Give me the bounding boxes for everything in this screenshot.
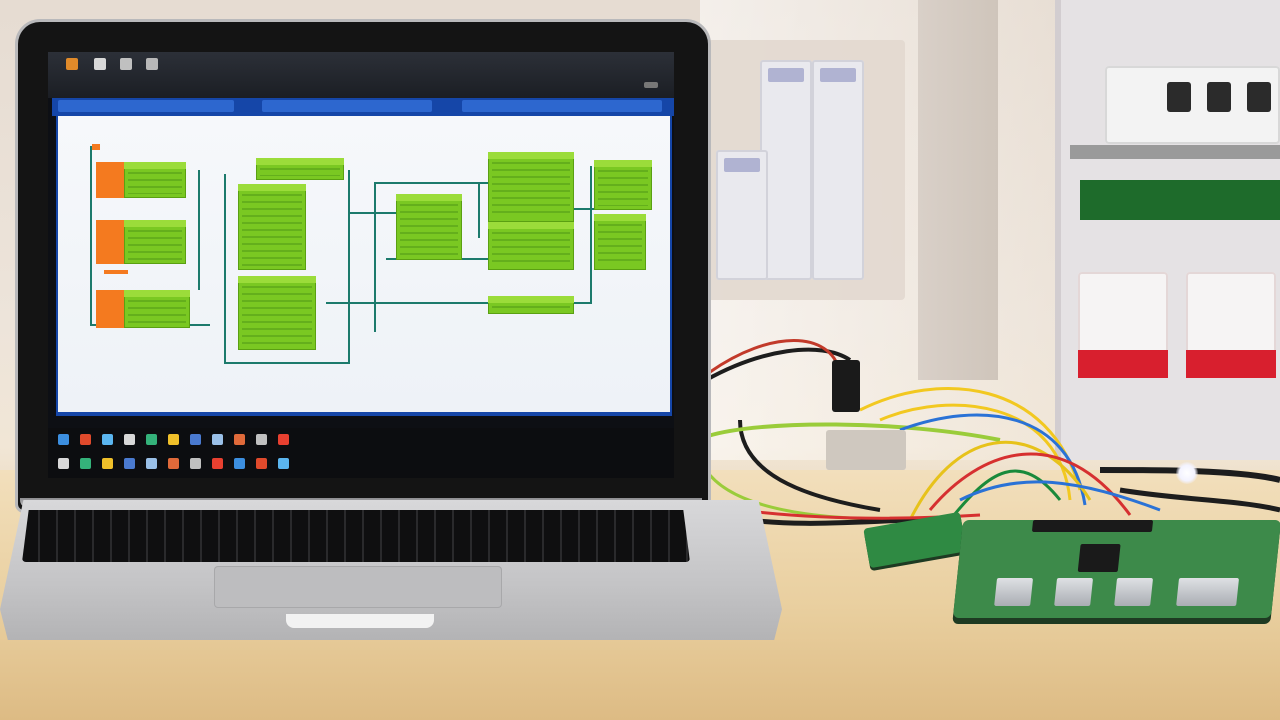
usb-port bbox=[1114, 578, 1154, 606]
laptop-front-edge bbox=[286, 614, 434, 628]
usb-port bbox=[994, 578, 1034, 606]
breaker-switch bbox=[1247, 82, 1271, 112]
connection-wire bbox=[568, 208, 600, 210]
ethernet-port bbox=[1176, 578, 1240, 606]
taskbar-app-icon[interactable] bbox=[124, 434, 135, 445]
input-tag bbox=[96, 162, 124, 198]
connection-wire bbox=[374, 182, 376, 332]
led-light bbox=[1176, 462, 1198, 484]
din-module bbox=[760, 60, 812, 280]
connection-wire bbox=[198, 170, 200, 290]
window-icon[interactable] bbox=[66, 58, 78, 70]
taskbar-app-icon[interactable] bbox=[256, 434, 267, 445]
laptop-screen bbox=[48, 52, 674, 478]
breaker-switch bbox=[1167, 82, 1191, 112]
pillar bbox=[918, 0, 998, 380]
marker bbox=[104, 270, 128, 274]
function-block[interactable] bbox=[238, 184, 306, 270]
trackpad[interactable] bbox=[214, 566, 502, 608]
relay-base bbox=[1186, 350, 1276, 378]
circuit-breaker-row bbox=[1105, 66, 1280, 144]
taskbar bbox=[48, 428, 674, 478]
taskbar-app-icon[interactable] bbox=[278, 434, 289, 445]
connection-wire bbox=[224, 362, 350, 364]
function-block[interactable] bbox=[256, 158, 344, 180]
menu-tab[interactable] bbox=[58, 100, 234, 112]
breaker-switch bbox=[1207, 82, 1231, 112]
app-icon[interactable] bbox=[120, 58, 132, 70]
connection-wire bbox=[326, 302, 592, 304]
taskbar-app-icon[interactable] bbox=[80, 458, 91, 469]
taskbar-app-icon[interactable] bbox=[146, 458, 157, 469]
taskbar-app-icon[interactable] bbox=[102, 434, 113, 445]
taskbar-app-icon[interactable] bbox=[190, 434, 201, 445]
function-block[interactable] bbox=[238, 276, 316, 350]
input-tag bbox=[96, 290, 124, 328]
app-titlebar bbox=[48, 52, 674, 98]
function-block[interactable] bbox=[488, 296, 574, 314]
function-block[interactable] bbox=[488, 222, 574, 270]
header-pins bbox=[1031, 520, 1154, 532]
taskbar-app-icon[interactable] bbox=[234, 458, 245, 469]
taskbar-app-icon[interactable] bbox=[168, 458, 179, 469]
taskbar-app-icon[interactable] bbox=[102, 458, 113, 469]
app-icon[interactable] bbox=[94, 58, 106, 70]
function-block[interactable] bbox=[594, 214, 646, 270]
keyboard[interactable] bbox=[22, 510, 690, 562]
app-icon[interactable] bbox=[146, 58, 158, 70]
taskbar-app-icon[interactable] bbox=[256, 458, 267, 469]
function-block[interactable] bbox=[488, 152, 574, 222]
menu-tab[interactable] bbox=[462, 100, 662, 112]
taskbar-app-icon[interactable] bbox=[212, 458, 223, 469]
taskbar-app-icon[interactable] bbox=[80, 434, 91, 445]
connection-wire bbox=[374, 182, 494, 184]
function-block[interactable] bbox=[124, 220, 186, 264]
app-menubar bbox=[52, 98, 674, 116]
connection-wire bbox=[386, 258, 566, 260]
taskbar-app-icon[interactable] bbox=[278, 458, 289, 469]
menu-tab[interactable] bbox=[262, 100, 432, 112]
marker bbox=[92, 144, 100, 150]
relay-base bbox=[1078, 350, 1168, 378]
connection-wire bbox=[224, 174, 226, 364]
function-block[interactable] bbox=[396, 194, 462, 260]
function-block[interactable] bbox=[124, 162, 186, 198]
connection-wire bbox=[590, 166, 592, 304]
taskbar-app-icon[interactable] bbox=[146, 434, 157, 445]
taskbar-app-icon[interactable] bbox=[234, 434, 245, 445]
taskbar-app-icon[interactable] bbox=[190, 458, 201, 469]
taskbar-app-icon[interactable] bbox=[124, 458, 135, 469]
din-module bbox=[812, 60, 864, 280]
microcontroller-board bbox=[952, 520, 1280, 618]
taskbar-app-icon[interactable] bbox=[168, 434, 179, 445]
function-block[interactable] bbox=[594, 160, 652, 210]
function-block[interactable] bbox=[124, 290, 190, 328]
taskbar-app-icon[interactable] bbox=[58, 434, 69, 445]
terminal-block bbox=[1080, 180, 1280, 220]
window-controls[interactable] bbox=[644, 82, 658, 88]
connection-wire bbox=[478, 182, 480, 238]
connection-wire bbox=[348, 170, 350, 362]
input-tag bbox=[96, 220, 124, 264]
taskbar-app-icon[interactable] bbox=[212, 434, 223, 445]
processor-chip bbox=[1077, 544, 1121, 572]
din-rail bbox=[1070, 145, 1280, 159]
function-block-canvas[interactable] bbox=[56, 116, 672, 416]
din-module bbox=[716, 150, 768, 280]
connection-wire bbox=[90, 146, 92, 324]
usb-port bbox=[1054, 578, 1094, 606]
taskbar-app-icon[interactable] bbox=[58, 458, 69, 469]
